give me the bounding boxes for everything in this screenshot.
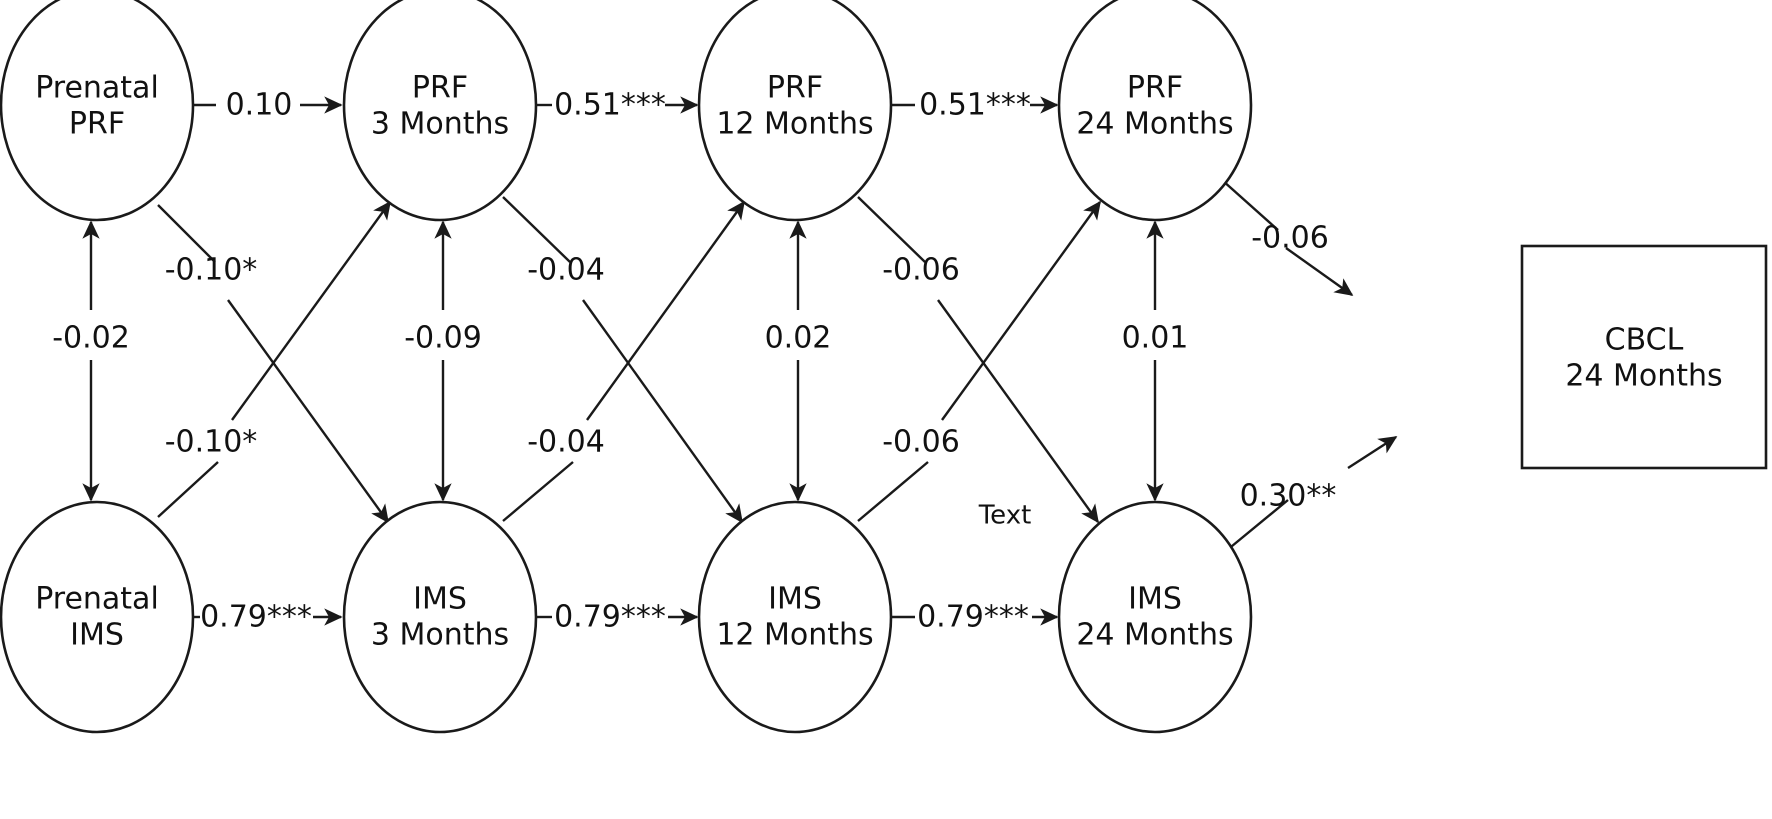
node-label-line2: 12 Months xyxy=(716,107,873,142)
edge-label-prf-prenatal-to-prf3: 0.10 xyxy=(226,88,293,123)
node-label-line1: IMS xyxy=(768,582,822,617)
edge-label-ims3-to-prf12: -0.04 xyxy=(527,425,605,460)
node-ellipse[interactable] xyxy=(342,500,538,734)
node-prf-24-months[interactable]: PRF 24 Months xyxy=(1057,0,1253,222)
node-label-line1: CBCL xyxy=(1605,323,1684,358)
edge-label-correlation-24mo: 0.01 xyxy=(1122,321,1189,356)
node-label-line2: 12 Months xyxy=(716,618,873,653)
edge-ims-prenatal-to-ims3: 0.79*** xyxy=(193,600,343,635)
edge-line xyxy=(157,204,216,263)
edge-label-prf24-to-cbcl: -0.06 xyxy=(1251,221,1329,256)
node-label-line2: IMS xyxy=(70,618,124,653)
node-label-line2: 24 Months xyxy=(1076,107,1233,142)
node-label-line2: PRF xyxy=(69,107,125,142)
edge-correlation-12mo: 0.02 xyxy=(765,220,832,502)
edge-ims3-to-prf12: -0.04 xyxy=(502,200,745,522)
edge-ims-prenatal-to-prf3: -0.10* xyxy=(157,200,391,518)
node-label-line1: PRF xyxy=(412,71,468,106)
edge-arrow xyxy=(941,200,1101,421)
node-ellipse[interactable] xyxy=(0,500,195,734)
node-ellipse[interactable] xyxy=(1057,0,1253,222)
node-ellipse[interactable] xyxy=(1057,500,1253,734)
node-ims-3-months[interactable]: IMS 3 Months xyxy=(342,500,538,734)
edge-prf12-to-ims24: -0.06 xyxy=(857,196,1099,524)
edge-label-ims12-to-prf24: -0.06 xyxy=(882,425,960,460)
node-cbcl-24-months[interactable]: CBCL 24 Months xyxy=(1520,244,1768,470)
edge-prf24-to-cbcl: -0.06 xyxy=(1221,179,1354,296)
edge-prf-prenatal-to-prf3: 0.10 xyxy=(193,88,343,123)
edge-label-correlation-prenatal: -0.02 xyxy=(52,321,130,356)
annotation-free-text: Text xyxy=(978,501,1032,531)
node-prf-12-months[interactable]: PRF 12 Months xyxy=(697,0,893,222)
edge-line xyxy=(502,461,574,522)
edge-arrow xyxy=(231,200,391,421)
edge-ims12-to-ims24: 0.79*** xyxy=(891,600,1059,635)
edge-prf3-to-prf12: 0.51*** xyxy=(536,88,699,123)
node-label-line2: 3 Months xyxy=(371,618,509,653)
edge-ims24-to-cbcl: 0.30** xyxy=(1225,435,1398,552)
node-prf-3-months[interactable]: PRF 3 Months xyxy=(342,0,538,222)
node-label-line2: 24 Months xyxy=(1076,618,1233,653)
node-label-line1: IMS xyxy=(413,582,467,617)
edge-arrow xyxy=(586,200,745,421)
edge-correlation-3mo: -0.09 xyxy=(404,220,482,502)
edge-line xyxy=(1225,499,1289,552)
edge-prf3-to-ims12: -0.04 xyxy=(502,196,743,524)
edge-label-prf3-to-ims12: -0.04 xyxy=(527,253,605,288)
edge-label-ims12-to-ims24: 0.79*** xyxy=(917,600,1029,635)
node-label-line1: PRF xyxy=(767,71,823,106)
edge-label-ims-prenatal-to-ims3: 0.79*** xyxy=(200,600,312,635)
edge-line xyxy=(857,461,929,522)
node-label-line1: PRF xyxy=(1127,71,1183,106)
node-label-line1: Prenatal xyxy=(35,582,159,617)
edge-arrow xyxy=(582,299,743,524)
edge-correlation-24mo: 0.01 xyxy=(1122,220,1189,502)
node-label-line1: Prenatal xyxy=(35,71,159,106)
node-ellipse[interactable] xyxy=(0,0,195,222)
edge-label-ims24-to-cbcl: 0.30** xyxy=(1240,479,1337,514)
node-prenatal-ims[interactable]: Prenatal IMS xyxy=(0,500,195,734)
node-label-line2: 24 Months xyxy=(1565,359,1722,394)
edge-label-correlation-12mo: 0.02 xyxy=(765,321,832,356)
edge-label-prf12-to-ims24: -0.06 xyxy=(882,253,960,288)
edge-ims3-to-ims12: 0.79*** xyxy=(536,600,699,635)
edge-label-prf-prenatal-to-ims3: -0.10* xyxy=(165,253,258,288)
edge-arrow xyxy=(1347,435,1398,470)
edge-arrow xyxy=(227,299,389,524)
edge-label-ims3-to-ims12: 0.79*** xyxy=(554,600,666,635)
node-ims-12-months[interactable]: IMS 12 Months xyxy=(697,500,893,734)
node-label-line2: 3 Months xyxy=(371,107,509,142)
node-ellipse[interactable] xyxy=(342,0,538,222)
edge-prf12-to-prf24: 0.51*** xyxy=(891,88,1059,123)
edge-prf-prenatal-to-ims3: -0.10* xyxy=(157,204,389,524)
node-rect[interactable] xyxy=(1520,244,1768,470)
edge-label-correlation-3mo: -0.09 xyxy=(404,321,482,356)
edge-line xyxy=(502,196,571,263)
edge-correlation-prenatal: -0.02 xyxy=(52,220,130,502)
edge-line xyxy=(157,461,219,518)
node-ellipse[interactable] xyxy=(697,500,893,734)
edge-label-ims-prenatal-to-prf3: -0.10* xyxy=(165,425,258,460)
edge-ims12-to-prf24: -0.06 xyxy=(857,200,1101,522)
node-ims-24-months[interactable]: IMS 24 Months xyxy=(1057,500,1253,734)
edge-line xyxy=(1221,179,1279,231)
node-prenatal-prf[interactable]: Prenatal PRF xyxy=(0,0,195,222)
edge-arrow xyxy=(1285,247,1354,296)
node-label-line1: IMS xyxy=(1128,582,1182,617)
edge-label-prf3-to-prf12: 0.51*** xyxy=(554,88,666,123)
edge-line xyxy=(857,196,926,263)
edge-label-prf12-to-prf24: 0.51*** xyxy=(919,88,1031,123)
edge-arrow xyxy=(937,299,1099,524)
node-ellipse[interactable] xyxy=(697,0,893,222)
